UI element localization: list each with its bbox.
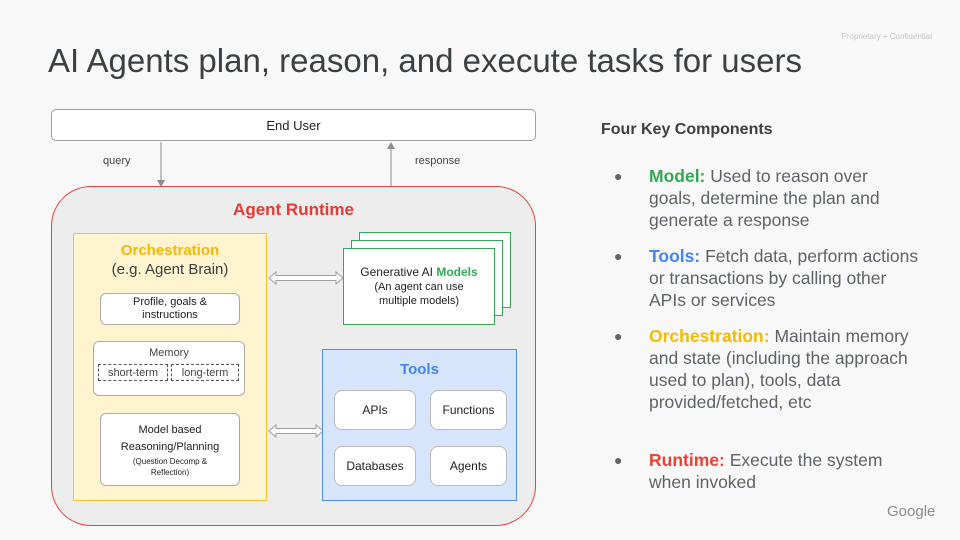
tool-functions: Functions bbox=[430, 390, 507, 430]
component-text: Maintain memory and state (including the… bbox=[649, 326, 909, 412]
orchestration-models-arrow bbox=[268, 270, 344, 286]
tool-agents-label: Agents bbox=[449, 459, 488, 473]
reasoning-planning-box: Model based Reasoning/Planning (Question… bbox=[100, 413, 240, 486]
reasoning-sub-line-2: Reflection) bbox=[150, 467, 190, 477]
tool-databases: Databases bbox=[334, 446, 416, 486]
profile-goals-box: Profile, goals & instructions bbox=[100, 293, 240, 325]
generative-models-card: Generative AI Models (An agent can use m… bbox=[343, 248, 495, 325]
reasoning-sub-line-1: (Question Decomp & bbox=[132, 456, 208, 466]
response-label: response bbox=[415, 155, 461, 167]
slide-title: AI Agents plan, reason, and execute task… bbox=[48, 42, 802, 79]
tool-apis-label: APIs bbox=[362, 403, 388, 417]
orchestration-tools-arrow bbox=[268, 423, 324, 439]
end-user-label: End User bbox=[266, 117, 321, 133]
component-text: Used to reason over goals, determine the… bbox=[649, 166, 880, 230]
orchestration-subtitle: (e.g. Agent Brain) bbox=[111, 261, 229, 278]
models-sub-line-2: multiple models) bbox=[378, 295, 460, 307]
tool-databases-label: Databases bbox=[346, 459, 404, 473]
tool-agents: Agents bbox=[430, 446, 507, 486]
agent-runtime-title: Agent Runtime bbox=[233, 200, 354, 219]
bullet-icon: ● bbox=[614, 452, 623, 468]
bullet-icon: ● bbox=[614, 328, 623, 344]
confidential-label: Proprietary + Confidential bbox=[841, 32, 933, 41]
long-term-memory: long-term bbox=[171, 364, 239, 381]
google-logo: Google bbox=[887, 503, 936, 520]
bullet-icon: ● bbox=[614, 248, 623, 264]
component-keyword: Model: bbox=[649, 166, 706, 186]
tool-functions-label: Functions bbox=[442, 403, 495, 417]
query-arrowhead bbox=[157, 180, 165, 187]
component-keyword: Runtime: bbox=[649, 450, 725, 470]
query-label: query bbox=[103, 155, 131, 167]
component-text: Execute the system when invoked bbox=[649, 450, 883, 492]
orchestration-title: Orchestration bbox=[120, 242, 220, 259]
models-sub-line-1: (An agent can use bbox=[374, 281, 464, 293]
end-user-box: End User bbox=[51, 109, 536, 141]
components-title: Four Key Components bbox=[601, 121, 773, 138]
response-arrowhead bbox=[387, 142, 395, 149]
models-keyword: Models bbox=[436, 265, 478, 279]
tool-apis: APIs bbox=[334, 390, 416, 430]
tools-title: Tools bbox=[400, 361, 439, 378]
profile-line-2: instructions bbox=[142, 309, 198, 321]
component-keyword: Orchestration: bbox=[649, 326, 770, 346]
reasoning-line-1: Model based bbox=[138, 423, 202, 436]
short-term-label: short-term bbox=[107, 366, 159, 379]
memory-label: Memory bbox=[149, 347, 189, 359]
bullet-icon: ● bbox=[614, 168, 623, 184]
profile-line-1: Profile, goals & bbox=[133, 296, 207, 308]
component-keyword: Tools: bbox=[649, 246, 701, 266]
long-term-label: long-term bbox=[181, 366, 229, 379]
short-term-memory: short-term bbox=[98, 364, 168, 381]
component-text: Fetch data, perform actions or transacti… bbox=[649, 246, 919, 310]
reasoning-line-2: Reasoning/Planning bbox=[120, 440, 220, 453]
models-prefix: Generative AI bbox=[360, 265, 437, 279]
